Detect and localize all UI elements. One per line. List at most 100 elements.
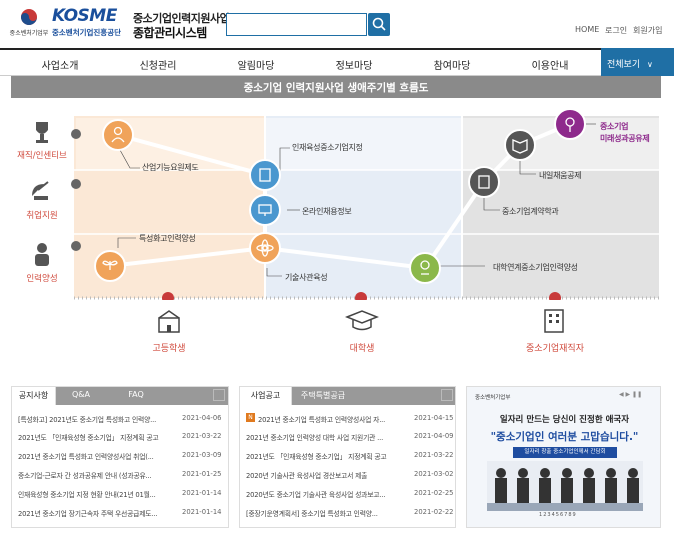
trophy-icon xyxy=(36,122,48,143)
stage-dot-college xyxy=(355,292,367,300)
stage-label-highschool: 고등학생 xyxy=(152,344,186,354)
tab-faq[interactable]: FAQ xyxy=(106,387,166,405)
header: 중소벤처기업부 KOSME 중소벤처기업진흥공단 중소기업인력지원사업 종합관리… xyxy=(0,0,674,48)
notice-panel: 공지사항 Q&A FAQ + [특성화고] 2021년도 중소기업 특성화고 인… xyxy=(11,386,229,528)
tab-housing[interactable]: 주택특별공급 xyxy=(292,387,354,405)
satellite-dish-icon xyxy=(32,181,49,200)
stage-dot-highschool xyxy=(162,292,174,300)
page-4[interactable]: 4 xyxy=(551,512,556,518)
school-building-icon xyxy=(158,310,180,333)
page-6[interactable]: 6 xyxy=(559,512,565,518)
all-menu-label: 전체보기 xyxy=(607,60,641,70)
list-item[interactable]: 2020년도 중소기업 기술사관 육성사업 성과보고... xyxy=(246,491,386,499)
tab-qna[interactable]: Q&A xyxy=(56,387,106,405)
home-link[interactable]: HOME xyxy=(575,25,600,34)
list-item[interactable]: 2021년 중소기업 특성화고 인력양성사업 자... xyxy=(258,416,386,424)
nav-item-participate[interactable]: 참여마당 xyxy=(433,61,471,72)
flow-label-tomorrow-fund[interactable]: 내일채움공제 xyxy=(539,171,582,180)
plus-icon: + xyxy=(442,389,452,400)
nav-item-intro[interactable]: 사업소개 xyxy=(41,61,79,72)
node-college-link xyxy=(409,252,441,284)
promo-line2: "중소기업인 여러분 고맙습니다." xyxy=(490,431,639,443)
stage-label-college: 대학생 xyxy=(349,344,375,354)
slide-controls[interactable]: ◀ ▶ ❚❚ xyxy=(619,391,643,398)
list-item[interactable]: 2021년 중소기업 장기근속자 주택 우선공급제도... xyxy=(18,510,158,518)
node-tech-officer xyxy=(249,232,281,264)
row-label-incentive: 재직/인센티브 xyxy=(17,151,67,161)
node-contract-dept xyxy=(468,166,500,198)
row-label-training: 인력양성 xyxy=(26,274,58,284)
login-link[interactable]: 로그인 xyxy=(605,26,628,35)
promo-banner[interactable]: 중소벤처기업부 ◀ ▶ ❚❚ 일자리 만드는 당신이 진정한 애국자 "중소기업… xyxy=(466,386,661,528)
taegeuk-icon xyxy=(21,9,37,25)
stage-dot-worker xyxy=(549,292,561,300)
nav-item-guide[interactable]: 이용안내 xyxy=(531,61,569,72)
slide-pagination[interactable]: 123456789 xyxy=(539,512,577,518)
list-item-date: 2021-03-02 xyxy=(414,470,454,478)
promo-photo xyxy=(487,461,643,511)
flow-label-vocational-school[interactable]: 특성화고인력양성 xyxy=(139,234,196,243)
page-9[interactable]: 9 xyxy=(572,512,577,518)
list-item[interactable]: [특성화고] 2021년도 중소기업 특성화고 인력양... xyxy=(18,416,157,424)
list-item[interactable]: 2021년 중소기업 특성화고 인력양성사업 취업(... xyxy=(18,453,154,461)
office-building-icon xyxy=(544,309,564,333)
list-item-date: 2021-02-22 xyxy=(414,508,454,516)
list-item[interactable]: 2021년도 「인재육성형 중소기업」 지정계획 공고 xyxy=(246,453,387,461)
list-item[interactable]: 2021년도 「인재육성형 중소기업」 지정계획 공고 xyxy=(18,434,159,442)
signup-link[interactable]: 회원가입 xyxy=(633,26,663,35)
stage-label-worker: 중소기업재직자 xyxy=(526,344,584,354)
page-2[interactable]: 2 xyxy=(543,512,548,518)
search-input[interactable] xyxy=(226,13,367,36)
tab-business[interactable]: 사업공고 xyxy=(240,387,292,405)
main-nav: 사업소개 신청관리 알림마당 정보마당 참여마당 이용안내 전체보기 ∨ xyxy=(0,48,674,76)
search-icon xyxy=(372,17,386,31)
page-5[interactable]: 5 xyxy=(555,512,560,518)
list-item[interactable]: 중소기업-근로자 간 성과공유제 안내 (성과공유... xyxy=(18,472,152,480)
notice-more-button[interactable]: + xyxy=(213,389,225,401)
row-label-employment: 취업지원 xyxy=(26,211,58,221)
page-7[interactable]: 7 xyxy=(564,512,569,518)
flow-label-talent-company[interactable]: 인재육성중소기업지정 xyxy=(292,143,363,152)
list-item-date: 2021-01-25 xyxy=(182,470,222,478)
nav-item-notice[interactable]: 알림마당 xyxy=(237,61,275,72)
list-item-date: 2021-03-09 xyxy=(182,451,222,459)
ministry-name: 중소벤처기업부 xyxy=(9,30,49,37)
flow-label-future-sharing[interactable]: 중소기업 xyxy=(600,122,629,131)
node-tomorrow-fund xyxy=(504,129,536,161)
ministry-logo[interactable]: 중소벤처기업부 xyxy=(8,6,50,40)
kosme-logo[interactable]: KOSME xyxy=(52,6,117,26)
site-title-line2: 종합관리시스템 xyxy=(133,26,207,40)
promo-ministry: 중소벤처기업부 xyxy=(475,395,511,401)
list-item-date: 2021-03-22 xyxy=(182,432,222,440)
promo-line1: 일자리 만드는 당신이 진정한 애국자 xyxy=(499,415,630,425)
flow-label-college-link[interactable]: 대학연계중소기업인력양성 xyxy=(493,263,578,272)
list-item-date: 2021-04-06 xyxy=(182,414,222,422)
page-3[interactable]: 3 xyxy=(547,512,552,518)
node-online-recruit xyxy=(249,194,281,226)
business-more-button[interactable]: + xyxy=(441,389,453,401)
list-item-date: 2021-01-14 xyxy=(182,489,222,497)
list-item[interactable]: 인재육성형 중소기업 지정 현황 안내(21년 01월... xyxy=(18,491,156,499)
flow-label-contract-dept[interactable]: 중소기업계약학과 xyxy=(502,207,559,216)
flow-label-future-sharing-2[interactable]: 미래성과공유제 xyxy=(600,134,650,143)
person-icon xyxy=(35,243,49,266)
business-panel: 사업공고 주택특별공급 + N 2021년 중소기업 특성화고 인력양성사업 자… xyxy=(239,386,456,528)
search-button[interactable] xyxy=(368,13,390,36)
list-item[interactable]: 2021년 중소기업 인력양성 대학 사업 지원기관 ... xyxy=(246,434,384,442)
chevron-down-icon: ∨ xyxy=(647,60,653,69)
page-1[interactable]: 1 xyxy=(539,512,544,518)
row-dot-incentive xyxy=(71,129,81,139)
flow-label-industrial-service[interactable]: 산업기능요원제도 xyxy=(142,163,199,172)
flow-label-tech-officer[interactable]: 기술사관육성 xyxy=(285,273,328,282)
all-menu-button[interactable]: 전체보기 ∨ xyxy=(601,48,674,76)
node-talent-company xyxy=(249,159,281,191)
kosme-subname: 중소벤처기업진흥공단 xyxy=(52,28,121,37)
list-item[interactable]: [중장기운영계획서] 중소기업 특성화고 인력양... xyxy=(246,510,378,518)
list-item[interactable]: 2020년 기술사관 육성사업 경산보고서 제출 xyxy=(246,472,368,480)
list-item-date: 2021-01-14 xyxy=(182,508,222,516)
nav-item-info[interactable]: 정보마당 xyxy=(335,61,373,72)
nav-item-apply[interactable]: 신청관리 xyxy=(139,61,177,72)
tab-notice[interactable]: 공지사항 xyxy=(12,387,56,405)
page-8[interactable]: 8 xyxy=(568,512,573,518)
flow-label-online-recruit[interactable]: 온라인채용정보 xyxy=(302,207,352,216)
